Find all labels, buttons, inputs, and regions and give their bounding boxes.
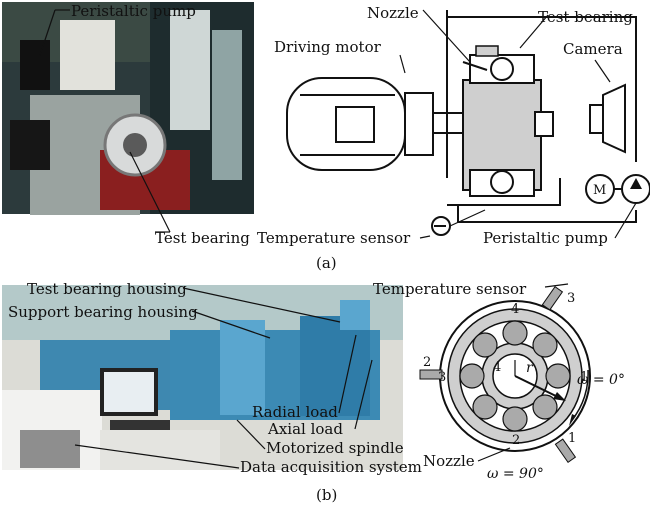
ball-8 [472,332,498,358]
ball-3 [545,363,571,389]
bearing-cross-section [419,283,591,464]
schematic-a: Driving motor Nozzle Test bearing Camera… [257,4,650,247]
caption-a: (a) [316,254,337,272]
photo-b-callouts: Test bearing housing Support bearing hou… [8,280,422,476]
outer-mark-2-left: 2 [423,355,431,370]
camera-icon [602,83,626,154]
inner-mark-1-right: 1 [580,370,588,385]
label-radius: r [526,360,534,376]
ball-5 [502,406,528,432]
ball-2 [532,332,558,358]
test-rig-photo-a [2,2,254,215]
label-peristaltic-pump-schematic: Peristaltic pump [483,229,608,247]
label-temperature-sensor-b: Temperature sensor [373,280,527,298]
caption-b: (b) [316,486,337,504]
label-motor-symbol: M [593,183,606,198]
sensor-plug-2 [419,369,443,380]
outer-mark-1-bottom: 1 [568,431,576,446]
bearing-ball-bottom [490,170,514,194]
inner-mark-2-bottom: 2 [512,433,520,448]
driving-motor [286,77,434,171]
inner-mark-3-left: 3 [438,370,446,385]
photo-a-callouts: Peristaltic pump Test bearing [39,2,250,247]
ball-7 [459,363,485,389]
label-nozzle-a: Nozzle [367,4,419,22]
sensor-plug-1 [554,438,577,464]
label-peristaltic-pump-photo: Peristaltic pump [71,2,196,20]
label-test-bearing-schematic: Test bearing [538,8,633,26]
test-rig-photo-b [2,285,403,470]
label-omega-0: ω = 0° [577,372,625,388]
label-support-bearing-housing: Support bearing housing [8,303,198,321]
label-camera: Camera [563,40,623,58]
label-nozzle-b: Nozzle [423,452,475,470]
label-temperature-sensor-a: Temperature sensor [257,229,411,247]
label-driving-motor: Driving motor [274,38,382,56]
label-test-bearing-photo: Test bearing [155,229,250,247]
label-omega-90: ω = 90° [487,466,544,482]
outer-mark-3-top: 3 [567,291,575,306]
label-data-acquisition-system: Data acquisition system [240,458,422,476]
ball-1 [502,320,528,346]
inner-ring-mark-4: 4 [493,360,501,375]
inner-mark-4-top: 4 [511,302,519,317]
label-test-bearing-housing: Test bearing housing [27,280,187,298]
label-axial-load: Axial load [267,420,343,438]
bearing-ball-top [490,57,514,81]
ball-6 [472,394,498,420]
sensor-plug-3 [541,285,564,311]
label-radial-load: Radial load [252,403,338,421]
ball-4 [532,394,558,420]
label-motorized-spindle: Motorized spindle [266,439,404,457]
